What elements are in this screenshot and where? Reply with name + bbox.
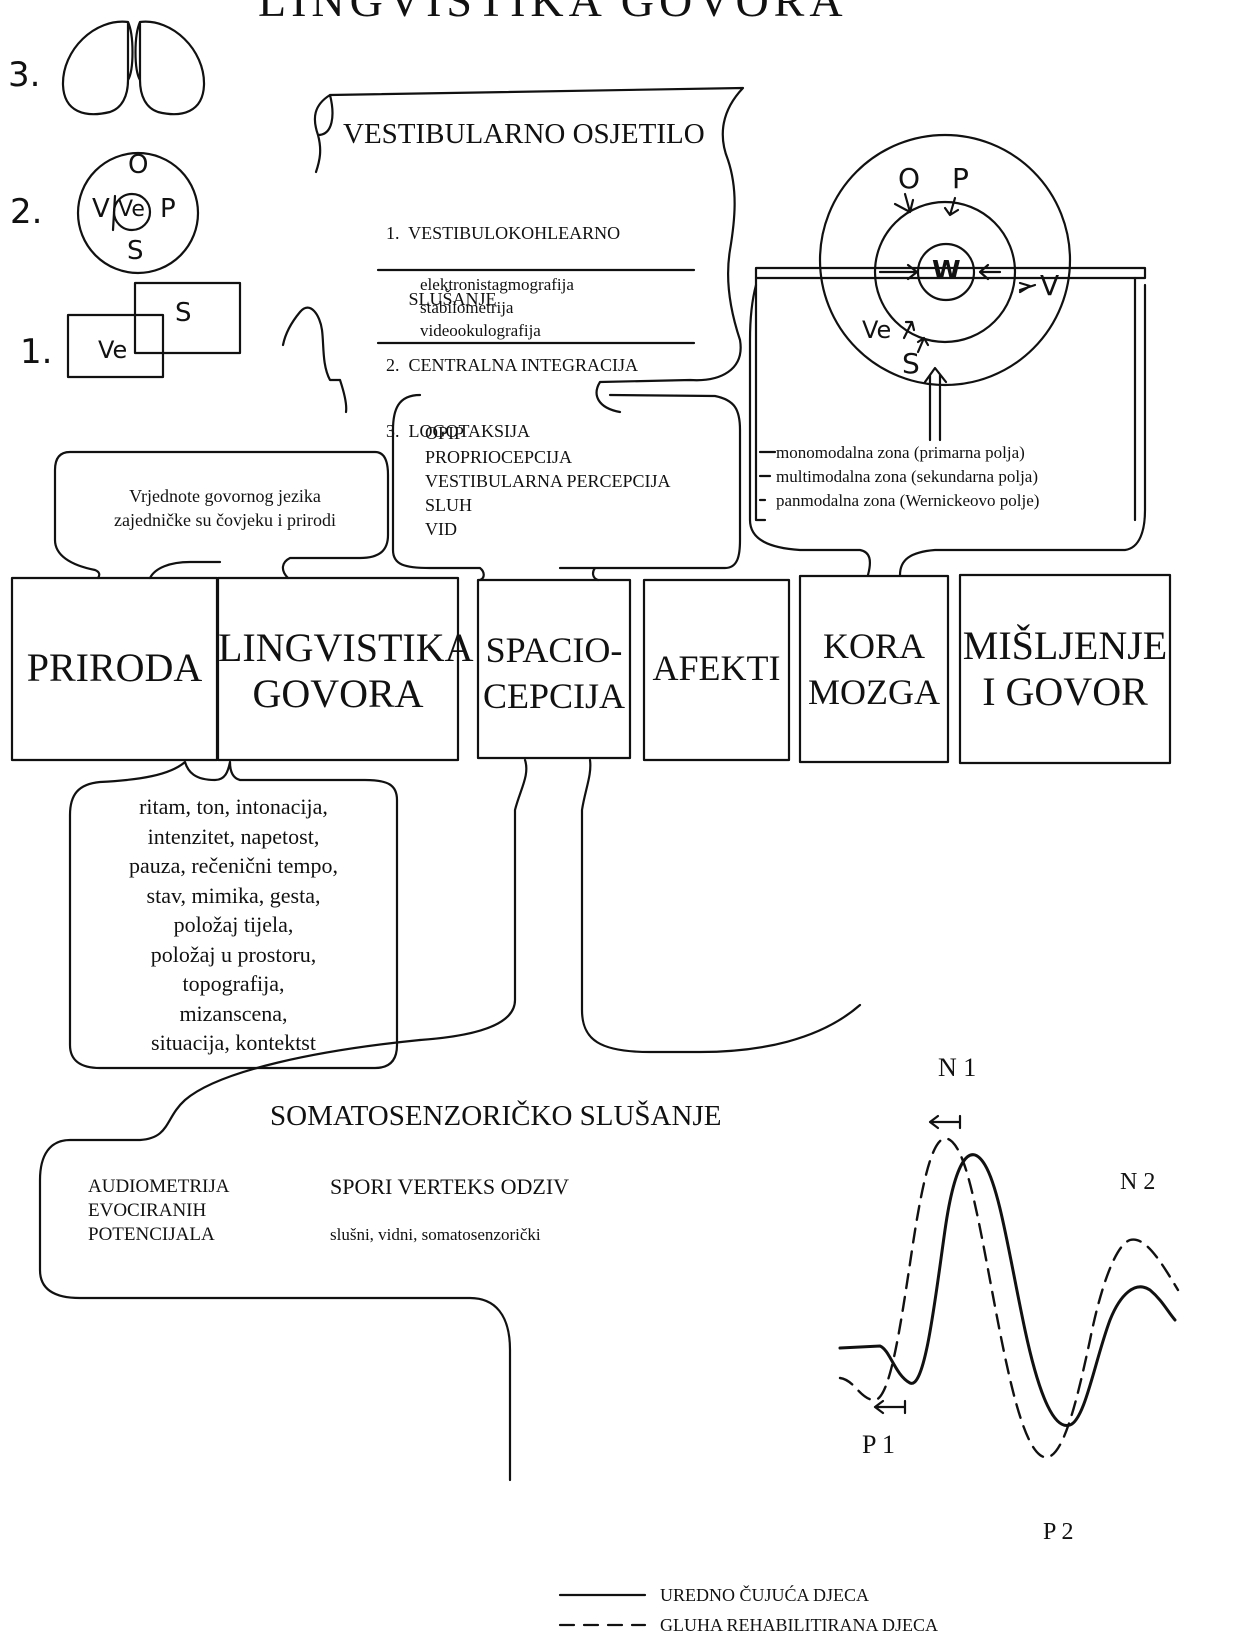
speech-values-bubble	[68, 760, 399, 1070]
legend-dashed-label: GLUHA REHABILITIRANA DJECA	[660, 1615, 938, 1635]
box-ve-drawing	[66, 313, 165, 379]
speech-value: mizanscena,	[179, 1000, 288, 1026]
perception-item: VESTIBULARNA PERCEPCIJA	[425, 471, 671, 491]
box-spaciocepcija-frame	[476, 578, 632, 760]
cortex-label-s: S	[902, 347, 920, 380]
inset-label-2: 2.	[10, 192, 43, 232]
zone-item: multimodalna zona (sekundarna polja)	[776, 467, 1038, 486]
vestibular-item: 3. LOGOTAKSIJA	[386, 421, 531, 441]
somato-title: SOMATOSENZORIČKO SLUŠANJE	[270, 1100, 722, 1132]
circle-label-v: V	[92, 194, 110, 224]
wave-label-p1: P 1	[862, 1430, 895, 1459]
box-misljenje: MIŠLJENJE I GOVOR	[962, 623, 1168, 714]
somato-bubble	[38, 1038, 512, 1482]
method-item: elektronistagmografija	[420, 275, 574, 294]
speech-value: položaj tijela,	[173, 912, 294, 937]
waveform-solid	[838, 1153, 1177, 1427]
sense-circle-outer	[76, 151, 200, 275]
cortex-label-o: O	[898, 162, 921, 195]
box-s-drawing	[133, 281, 242, 355]
speech-value: pauza, rečenični tempo,	[129, 853, 338, 878]
cortex-label-ve: Ve	[862, 316, 892, 344]
speech-value: situacija, kontektst	[151, 1030, 316, 1055]
speech-value: položaj u prostoru,	[150, 941, 317, 967]
box-afekti-frame	[642, 578, 791, 762]
box-kora-mozga: KORA MOZGA	[808, 626, 940, 712]
somato-left-line: AUDIOMETRIJA	[88, 1176, 230, 1197]
vestibular-items: 1. VESTIBULOKOHLEARNO SLUŠANJE 2. CENTRA…	[386, 178, 638, 464]
somato-left-line: EVOCIRANIH	[88, 1200, 207, 1221]
perception-item: SLUH	[425, 495, 473, 515]
vestibular-bubble	[281, 86, 745, 414]
values-note: Vrjednote govornog jezika zajedničke su …	[60, 484, 390, 532]
vestibular-item: SLUŠANJE	[386, 289, 497, 309]
circle-label-p: P	[160, 194, 176, 224]
speech-values-list: ritam, ton, intonacija, intenzitet, nape…	[70, 792, 397, 1058]
box-lingvistika-frame	[216, 576, 460, 762]
values-bubble	[53, 450, 390, 580]
vestibular-item: 1. VESTIBULOKOHLEARNO	[386, 223, 621, 243]
box-label-ve: Ve	[98, 336, 128, 364]
speech-value: topografija,	[182, 971, 285, 996]
zone-item: monomodalna zona (primarna polja)	[776, 443, 1025, 462]
cortex-bubble	[748, 283, 1147, 577]
wave-label-n1: N 1	[938, 1053, 977, 1082]
box-lingvistika: LINGVISTIKA GOVORA	[218, 625, 474, 716]
box-misljenje-frame	[958, 573, 1172, 765]
speech-value: ritam, ton, intonacija,	[139, 794, 328, 819]
method-item: stabilometrija	[420, 298, 514, 317]
perception-list: OPIP PROPRIOCEPCIJA VESTIBULARNA PERCEPC…	[425, 421, 671, 541]
perception-item: PROPRIOCEPCIJA	[425, 447, 573, 467]
legend-solid-label: UREDNO ČUJUĆA DJECA	[660, 1585, 870, 1605]
box-label-s: S	[175, 298, 192, 328]
cortex-circle-outer	[818, 133, 1072, 387]
wave-label-p2: P 2	[1043, 1519, 1074, 1545]
somato-left-line: POTENCIJALA	[88, 1224, 215, 1245]
box-afekti: AFEKTI	[652, 648, 781, 688]
box-spaciocepcija: SPACIO- CEPCIJA	[482, 630, 626, 716]
circle-label-ve: Ve	[118, 197, 145, 222]
wave-label-n2: N 2	[1120, 1169, 1156, 1195]
perception-item: VID	[425, 519, 457, 539]
cortex-label-v: V	[1040, 269, 1060, 302]
cortex-label-w: W	[932, 256, 961, 286]
vestibular-item: 2. CENTRALNA INTEGRACIJA	[386, 355, 638, 375]
hemispheres-drawing	[61, 20, 206, 116]
box-priroda: PRIRODA	[26, 645, 203, 690]
waveform-dashed	[838, 1137, 1180, 1459]
values-line: zajedničke su čovjeku i prirodi	[114, 510, 336, 530]
somato-right-sub: slušni, vidni, somatosenzorički	[330, 1225, 541, 1244]
inset-label-3: 3.	[8, 55, 41, 95]
speech-value: stav, mimika, gesta,	[146, 882, 321, 908]
method-item: videookulografija	[420, 321, 541, 340]
cortex-label-p: P	[952, 162, 969, 195]
circle-label-s: S	[127, 236, 144, 266]
somato-left: AUDIOMETRIJA EVOCIRANIH POTENCIJALA	[88, 1175, 229, 1247]
values-line: Vrjednote govornog jezika	[129, 486, 321, 506]
speech-value: intenzitet, napetost,	[147, 823, 320, 849]
box-kora-frame	[798, 574, 950, 764]
somato-right-title: SPORI VERTEKS ODZIV	[330, 1174, 570, 1199]
circle-label-o: O	[128, 150, 149, 180]
spacio-connector	[418, 758, 862, 1054]
vestibular-title: VESTIBULARNO OSJETILO	[343, 118, 705, 150]
vestibular-methods: elektronistagmografija stabilometrija vi…	[420, 273, 574, 342]
cortex-zones: monomodalna zona (primarna polja) multim…	[776, 441, 1039, 513]
zone-item: panmodalna zona (Wernickeovo polje)	[776, 491, 1040, 510]
perception-item: OPIP	[425, 423, 465, 443]
cortex-circle-middle	[873, 200, 1017, 344]
inset-label-1: 1.	[20, 332, 53, 372]
page-title: LINGVISTIKA GOVORA	[258, 0, 848, 26]
